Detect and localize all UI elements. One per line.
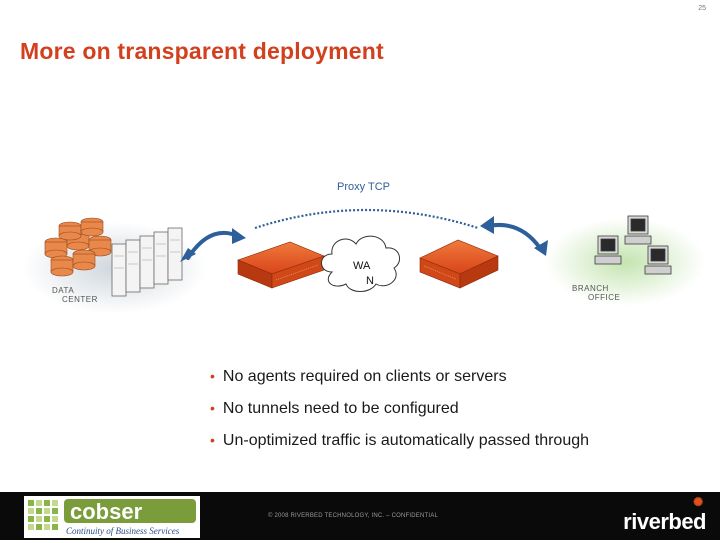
bullet-item: • Un-optimized traffic is automatically p… <box>210 426 589 458</box>
cobser-logo: cobser Continuity of Business Services <box>24 496 200 538</box>
data-center-label-line2: CENTER <box>62 295 98 304</box>
branch-office-label-line1: BRANCH <box>572 284 609 293</box>
server-rack-icon <box>111 227 183 297</box>
wan-cloud-icon <box>321 235 401 292</box>
branch-office-background <box>545 218 705 306</box>
bullet-item: • No tunnels need to be configured <box>210 394 589 426</box>
footer-confidential-text: © 2008 RIVERBED TECHNOLOGY, INC. – CONFI… <box>268 513 438 519</box>
right-wan-appliance-icon <box>419 239 499 289</box>
proxy-tcp-label: Proxy TCP <box>337 181 390 193</box>
workstation-icon <box>594 215 672 275</box>
svg-text:cobser: cobser <box>70 499 143 524</box>
bullet-text: No agents required on clients or servers <box>222 368 507 385</box>
right-arrow-head-a <box>480 216 494 234</box>
data-center-label-line1: DATA <box>52 286 74 295</box>
wan-label-line1: WA <box>353 260 371 272</box>
branch-office-label-line2: OFFICE <box>588 293 620 302</box>
cobser-logo-graphic: cobser Continuity of Business Services <box>28 499 196 536</box>
svg-text:Continuity of Business Service: Continuity of Business Services <box>66 526 180 536</box>
riverbed-logo-text: riverbed <box>623 509 706 534</box>
proxy-tcp-arc <box>254 208 479 230</box>
right-bidirectional-arrow <box>486 223 542 250</box>
left-arrow-head-a <box>180 248 196 262</box>
bullet-dot-icon: • <box>210 368 215 384</box>
wan-label-line2: N <box>366 275 374 287</box>
bullet-dot-icon: • <box>210 400 215 416</box>
cobser-grid-icon <box>28 500 58 530</box>
left-wan-appliance-icon <box>237 241 325 289</box>
bullet-list: • No agents required on clients or server… <box>210 362 589 458</box>
slide-number: 25 <box>698 5 706 12</box>
bullet-dot-icon: • <box>210 432 215 448</box>
bullet-text: No tunnels need to be configured <box>222 400 459 417</box>
bullet-item: • No agents required on clients or server… <box>210 362 589 394</box>
database-stack-icon <box>44 217 112 277</box>
slide-title: More on transparent deployment <box>20 38 384 64</box>
riverbed-logo: ✺ riverbed <box>623 495 706 535</box>
left-arrow-head-b <box>232 228 246 244</box>
right-arrow-head-b <box>534 240 548 256</box>
riverbed-spark-icon: ✺ <box>693 495 703 509</box>
bullet-text: Un-optimized traffic is automatically pa… <box>222 432 590 449</box>
